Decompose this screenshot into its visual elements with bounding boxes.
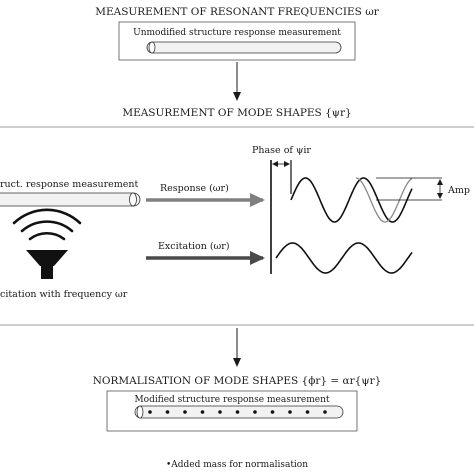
excitation-waveform [275, 242, 413, 274]
normalisation-box-label: Modified structure response measurement [134, 395, 329, 405]
unmodified-rod [146, 41, 342, 54]
normalisation-footnote: •Added mass for normalisation [166, 460, 308, 470]
response-arrow-label: Response (ωr) [160, 183, 229, 194]
mass-dot-icon [183, 410, 187, 414]
normalisation-title: NORMALISATION OF MODE SHAPES {ϕr} = αr{ψ… [93, 375, 382, 387]
response-waveform [290, 177, 413, 223]
shaker-icon [26, 250, 68, 279]
added-mass-dots [148, 410, 327, 414]
mass-dot-icon [323, 410, 327, 414]
structure-label: ruct. response measurement [0, 179, 139, 190]
resonant-box-label: Unmodified structure response measuremen… [133, 28, 341, 38]
normalisation-panel [106, 390, 358, 432]
mass-dot-icon [200, 410, 205, 414]
mode-shapes-title: MEASUREMENT OF MODE SHAPES {ψr} [122, 107, 351, 119]
mass-dot-icon [305, 410, 310, 414]
excitation-source-label: citation with frequency ωr [0, 289, 128, 300]
mass-dot-icon [288, 410, 292, 414]
mass-dot-icon [218, 410, 222, 414]
mass-dot-icon [235, 410, 240, 414]
mass-dot-icon [165, 410, 170, 414]
amplitude-label: Amp [447, 185, 470, 196]
resonant-title: MEASUREMENT OF RESONANT FREQUENCIES ωr [95, 6, 380, 18]
mass-dot-icon [270, 410, 275, 414]
phase-label: Phase of ψir [252, 145, 311, 156]
structure-rod [0, 192, 141, 207]
mode-shapes-panel [0, 126, 474, 326]
mass-dot-icon [148, 410, 152, 414]
sound-wave-icon [12, 208, 82, 241]
mass-dot-icon [253, 410, 257, 414]
reference-waveform [355, 177, 413, 223]
resonant-panel [118, 21, 356, 61]
excitation-arrow-label: Excitation (ωr) [158, 241, 230, 252]
